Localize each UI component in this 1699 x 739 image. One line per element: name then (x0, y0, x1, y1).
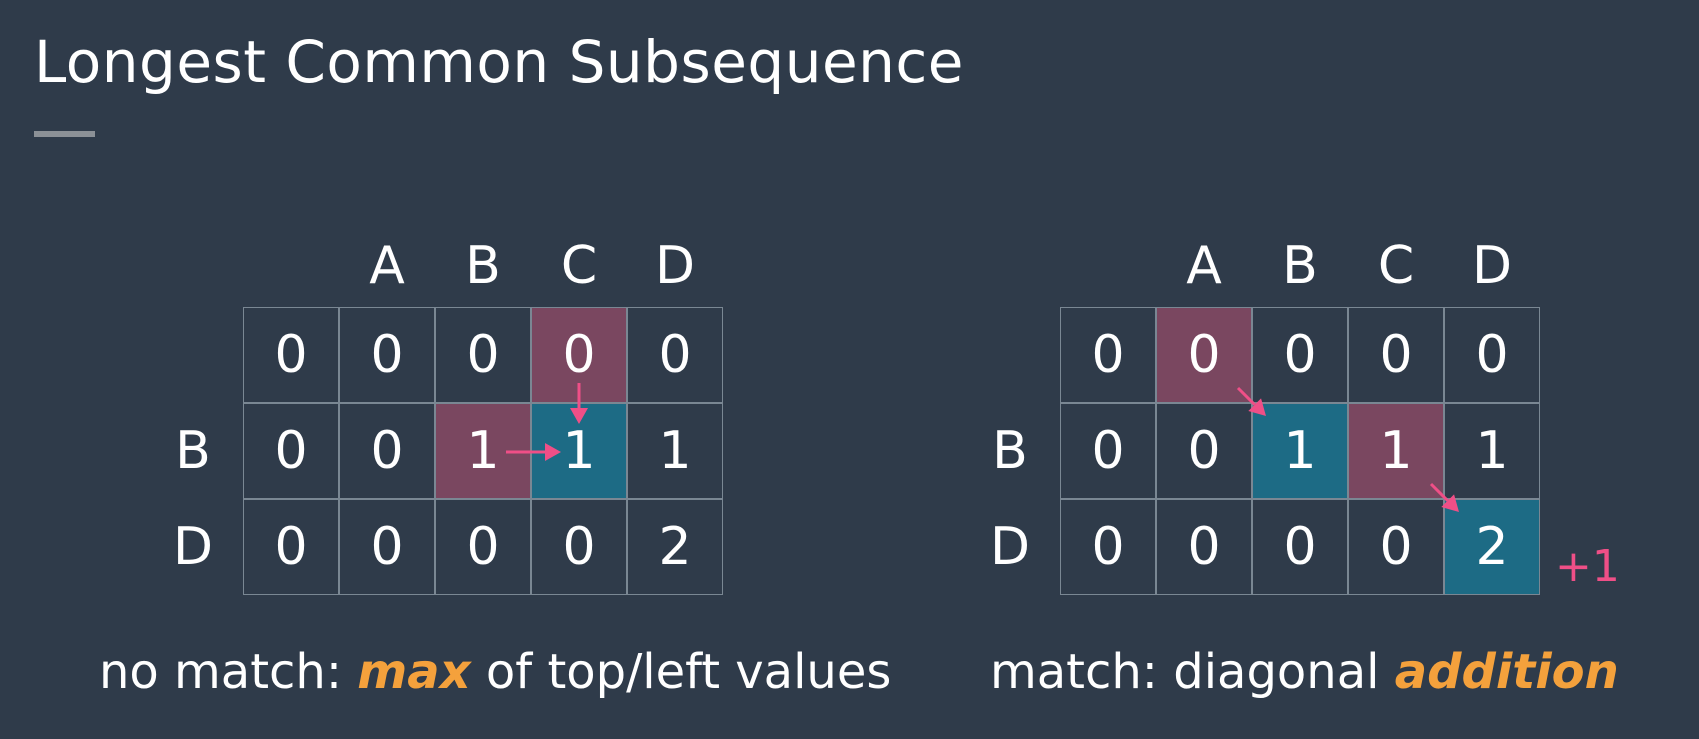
table-cell: 1 (1444, 403, 1540, 499)
table-cell: 0 (1060, 307, 1156, 403)
caption-text: no match: (99, 644, 358, 700)
table-cell: 0 (627, 307, 723, 403)
table-cell: 2 (627, 499, 723, 595)
table-cell: 0 (1156, 499, 1252, 595)
caption-text: of top/left values (470, 644, 892, 700)
column-header: D (654, 236, 696, 296)
table-cell: 0 (339, 499, 435, 595)
table-cell: 2 (1444, 499, 1540, 595)
row-header: B (175, 421, 211, 481)
column-header: B (1282, 236, 1318, 296)
table-cell: 0 (1348, 499, 1444, 595)
column-header: C (1377, 236, 1415, 296)
match-caption: match: diagonal addition (990, 644, 1619, 700)
table-cell: 0 (1348, 307, 1444, 403)
table-cell: 0 (435, 307, 531, 403)
table-cell: 0 (1444, 307, 1540, 403)
table-cell: 0 (1060, 403, 1156, 499)
table-cell: 0 (531, 307, 627, 403)
table-cell: 0 (435, 499, 531, 595)
table-cell: 0 (243, 403, 339, 499)
arrow-shaft (1236, 386, 1256, 406)
table-cell: 1 (1348, 403, 1444, 499)
table-cell: 0 (1156, 307, 1252, 403)
no-match-caption: no match: max of top/left values (99, 644, 891, 700)
column-header: D (1471, 236, 1513, 296)
table-cell: 0 (1156, 403, 1252, 499)
table-cell: 0 (339, 307, 435, 403)
table-cell: 1 (1252, 403, 1348, 499)
arrow-head (1441, 494, 1459, 512)
column-header: A (369, 236, 405, 296)
arrow-shaft (1429, 482, 1449, 502)
table-cell: 0 (531, 499, 627, 595)
arrow-head (545, 443, 561, 461)
plus-one-annotation: +1 (1555, 541, 1620, 592)
table-cell: 0 (1252, 499, 1348, 595)
arrow-head (570, 408, 588, 424)
caption-emphasis: max (357, 644, 471, 700)
column-header: B (465, 236, 501, 296)
row-header: D (989, 517, 1031, 577)
caption-emphasis: addition (1394, 644, 1619, 700)
table-cell: 0 (1252, 307, 1348, 403)
title-underline (34, 131, 95, 137)
table-cell: 0 (339, 403, 435, 499)
table-cell: 0 (243, 307, 339, 403)
column-header: C (560, 236, 598, 296)
table-cell: 0 (1060, 499, 1156, 595)
table-cell: 1 (627, 403, 723, 499)
table-cell: 0 (243, 499, 339, 595)
caption-text: match: diagonal (990, 644, 1395, 700)
column-header: A (1186, 236, 1222, 296)
page-title: Longest Common Subsequence (34, 28, 964, 96)
row-header: D (172, 517, 214, 577)
arrow-head (1248, 398, 1266, 416)
row-header: B (992, 421, 1028, 481)
